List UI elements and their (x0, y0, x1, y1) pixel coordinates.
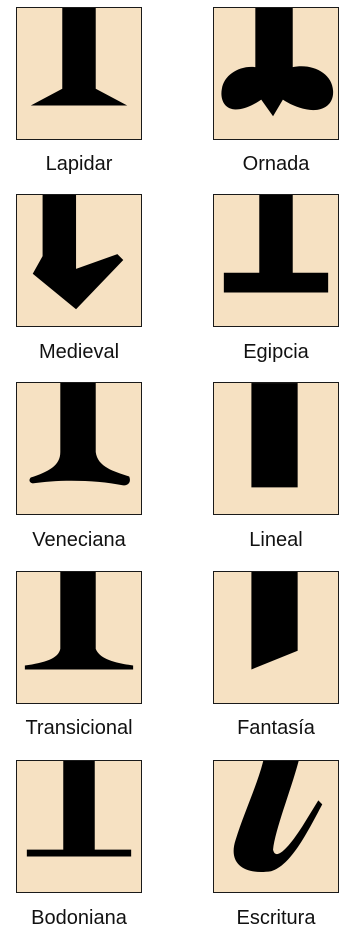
lineal-label: Lineal (191, 528, 339, 552)
egipcia-serif-icon (214, 195, 338, 326)
egipcia-tile (213, 194, 339, 327)
lineal-serif-icon (214, 383, 338, 514)
lapidar-label: Lapidar (0, 152, 164, 176)
veneciana-serif-icon (17, 383, 141, 514)
lineal-tile (213, 382, 339, 515)
bodoniana-label: Bodoniana (0, 906, 164, 930)
bodoniana-serif-icon (17, 761, 141, 892)
egipcia-label: Egipcia (191, 340, 339, 364)
transicional-serif-icon (17, 572, 141, 703)
fantasia-tile (213, 571, 339, 704)
ornada-tile (213, 7, 339, 140)
lapidar-serif-icon (17, 8, 141, 139)
veneciana-label: Veneciana (0, 528, 164, 552)
ornada-label: Ornada (191, 152, 339, 176)
medieval-tile (16, 194, 142, 327)
escritura-serif-icon (214, 761, 338, 892)
fantasia-label: Fantasía (191, 716, 339, 740)
escritura-tile (213, 760, 339, 893)
transicional-tile (16, 571, 142, 704)
escritura-label: Escritura (191, 906, 339, 930)
bodoniana-tile (16, 760, 142, 893)
fantasia-serif-icon (214, 572, 338, 703)
veneciana-tile (16, 382, 142, 515)
medieval-serif-icon (17, 195, 141, 326)
lapidar-tile (16, 7, 142, 140)
medieval-label: Medieval (0, 340, 164, 364)
transicional-label: Transicional (0, 716, 164, 740)
ornada-serif-icon (214, 8, 338, 139)
